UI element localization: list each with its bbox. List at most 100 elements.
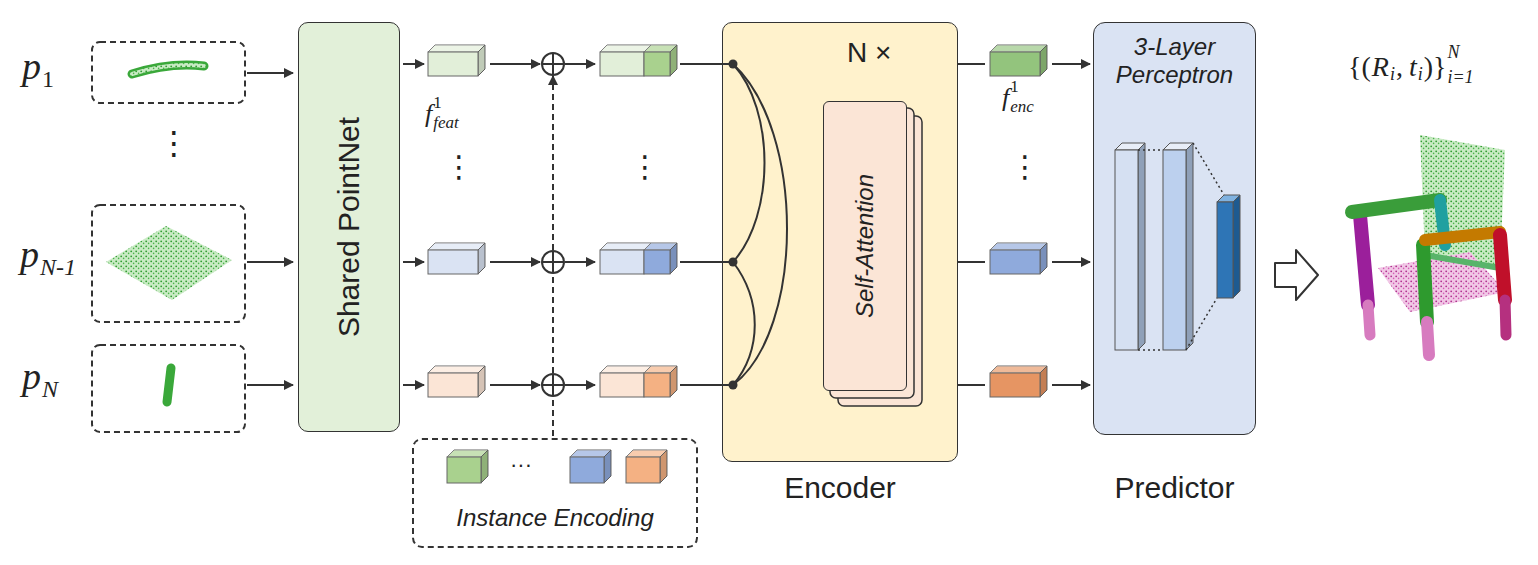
- math-symbol: p: [22, 356, 41, 398]
- feature-cube: [626, 457, 660, 483]
- feature-cube: [990, 250, 1040, 274]
- drawn-shape: [670, 45, 677, 76]
- drawn-shape: [729, 60, 738, 69]
- module-box: Shared PointNet: [298, 22, 400, 432]
- feature-cube: [644, 52, 670, 76]
- flow-arrow: [1052, 63, 1090, 65]
- box-title: 3-Layer Perceptron: [1098, 33, 1251, 88]
- flow-arrow: [403, 261, 424, 263]
- drawn-shape: [132, 65, 204, 74]
- drawn-shape: [167, 368, 171, 402]
- feature-cube: [1040, 45, 1047, 76]
- feature-cube: [670, 366, 677, 397]
- drawn-shape: [1368, 305, 1370, 335]
- ellipsis: ⋮: [444, 150, 474, 183]
- flow-arrow: [403, 384, 424, 386]
- math-symbol: f: [425, 100, 432, 129]
- drawn-shape: [1163, 150, 1186, 350]
- math-index: t: [1409, 52, 1417, 83]
- feature-cube: [670, 45, 677, 76]
- output-arrow: [1275, 250, 1318, 300]
- drawn-shape: [990, 45, 1047, 52]
- sum-symbol: [542, 251, 564, 273]
- flow-arrow: [552, 274, 554, 373]
- feature-cube: [990, 366, 1047, 373]
- flow-arrow: [247, 384, 293, 386]
- layer-name: Self-Attention: [851, 174, 879, 318]
- feature-cube: [600, 45, 651, 52]
- flow-arrow: [490, 384, 540, 386]
- math-symbol: {(: [1348, 52, 1371, 83]
- feature-cube: [478, 366, 485, 397]
- drawn-shape: [1378, 252, 1506, 312]
- math-index: N-1: [40, 254, 76, 280]
- drawn-shape: [729, 258, 738, 267]
- drawn-shape: [428, 366, 485, 373]
- drawn-shape: [990, 366, 1047, 373]
- math-symbol: p: [20, 234, 39, 276]
- drawn-shape: [733, 262, 755, 385]
- drawn-shape: [660, 450, 667, 483]
- drawn-shape: [1425, 255, 1500, 268]
- flow-arrow: [680, 63, 722, 65]
- module-box: N ×EncoderSelf-Attention: [722, 22, 958, 462]
- math-index: 1: [1010, 78, 1019, 97]
- feature-cube: [428, 52, 478, 76]
- sum-symbol: [542, 53, 564, 75]
- feature-cube: [447, 457, 481, 483]
- feature-cube: [428, 243, 485, 250]
- flow-arrow: [958, 261, 985, 263]
- flow-arrow: [490, 261, 540, 263]
- flow-arrow: [565, 63, 595, 65]
- drawn-shape: [92, 205, 245, 322]
- drawn-shape: [481, 450, 488, 483]
- point-cloud: [92, 42, 245, 432]
- drawn-shape: [1352, 200, 1440, 212]
- drawn-shape: [132, 65, 204, 74]
- feature-cube: [570, 457, 604, 483]
- math-index: feat: [433, 114, 459, 133]
- drawn-shape: [1427, 322, 1429, 355]
- sum-symbol: [542, 374, 564, 396]
- ellipsis: ⋮: [630, 150, 660, 183]
- drawn-shape: [1138, 143, 1145, 350]
- module-name: Encoder: [723, 471, 957, 505]
- drawn-shape: [729, 381, 738, 390]
- drawn-shape: [1505, 300, 1506, 335]
- flow-arrow: [958, 63, 985, 65]
- feature-cube: [428, 45, 485, 52]
- flow-arrow: [565, 384, 595, 386]
- feature-cube: [478, 243, 485, 274]
- drawn-shape: [1186, 143, 1193, 350]
- drawn-shape: [92, 345, 245, 432]
- feature-cube: [481, 450, 488, 483]
- drawn-shape: [1040, 45, 1047, 76]
- drawn-shape: [1425, 232, 1500, 240]
- feature-cube: [990, 243, 1047, 250]
- feature-cube: [604, 450, 611, 483]
- flow-arrow: [958, 384, 985, 386]
- feature-cube: [600, 366, 651, 373]
- feature-cube: [428, 373, 478, 397]
- drawn-shape: [604, 450, 611, 483]
- flow-arrow: [565, 261, 595, 263]
- drawn-shape: [1040, 243, 1047, 274]
- flow-arrow: [247, 72, 293, 74]
- module-name: Predictor: [1094, 471, 1255, 505]
- ellipsis: ⋮: [1010, 150, 1040, 183]
- math-index: enc: [1010, 98, 1034, 117]
- math-index: i: [1418, 65, 1423, 85]
- math-index: i: [1390, 65, 1395, 85]
- drawn-shape: [600, 243, 651, 250]
- drawn-shape: [670, 243, 677, 274]
- drawn-shape: [428, 243, 485, 250]
- feature-cube: [600, 250, 644, 274]
- flow-arrow: [552, 397, 554, 436]
- feature-cube: [1040, 243, 1047, 274]
- box-title: Instance Encoding: [414, 504, 696, 532]
- flow-arrow: [490, 63, 540, 65]
- feature-cube: [600, 243, 651, 250]
- drawn-shape: [478, 45, 485, 76]
